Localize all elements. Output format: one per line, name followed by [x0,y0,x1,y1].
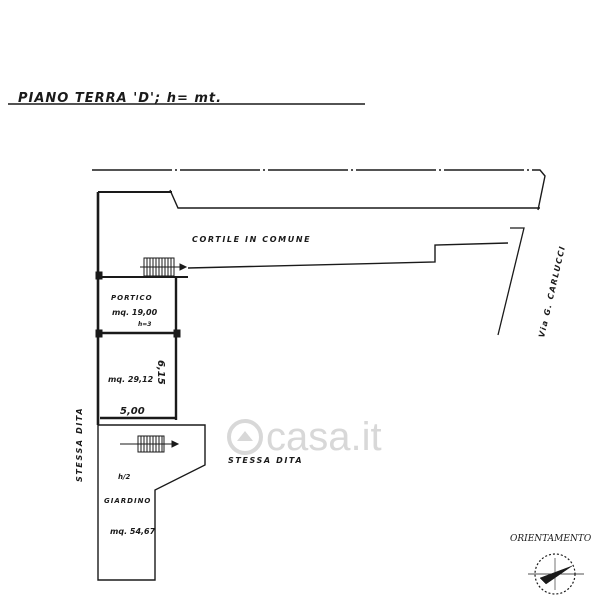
stairs-top [140,257,188,277]
courtyard-boundary [92,169,546,336]
room-area: mq. 29,12 [108,375,154,384]
orientation-label: ORIENTAMENTO [510,534,592,544]
building-outline [95,191,188,425]
same-owner-right-label: STESSA DITA [228,456,303,465]
garden-outline [97,424,206,581]
portico-area: mq. 19,00 [112,308,158,317]
garden-label: GIARDINO [104,497,151,505]
courtyard-label: CORTILE IN COMUNE [192,235,311,244]
plan-title: PIANO TERRA 'D'; h= mt. [18,91,222,106]
room-height-dimension: 6,15 [155,360,166,385]
watermark-logo: casa.it [227,415,382,459]
garden-area: mq. 54,67 [110,527,156,536]
stairs-garden [120,435,180,453]
compass-icon [528,553,584,595]
watermark-text: casa.it [266,415,382,459]
street-label: Via G. CARLUCCI [537,244,567,338]
portico-label: PORTICO [111,294,153,302]
garden-fraction: h/2 [118,473,131,481]
room-width-dimension: 5,00 [120,406,145,417]
same-owner-left-label: STESSA DITA [75,407,84,482]
portico-height: h=3 [138,321,151,328]
